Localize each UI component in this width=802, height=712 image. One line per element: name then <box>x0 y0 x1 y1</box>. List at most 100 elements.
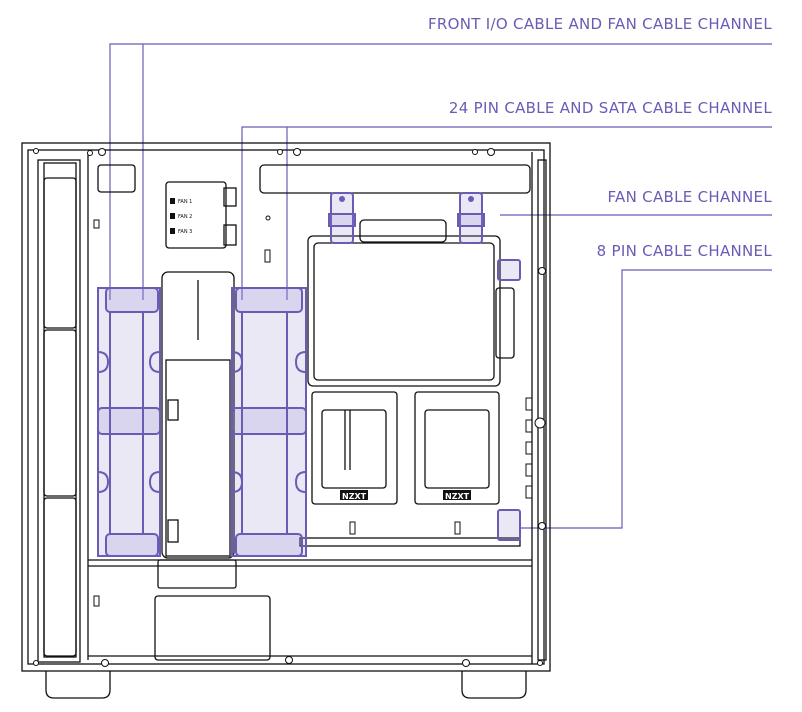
fan-clip-left <box>330 192 354 244</box>
io-port <box>525 419 533 433</box>
label-24pin-sata-channel: 24 PIN CABLE AND SATA CABLE CHANNEL <box>448 99 772 117</box>
case-inner <box>27 149 545 665</box>
front-fan-2 <box>43 329 77 497</box>
rear-slot-bar <box>537 159 547 661</box>
hub-port-label-2: FAN 2 <box>178 214 192 220</box>
label-front-io-channel: FRONT I/O CABLE AND FAN CABLE CHANNEL <box>427 15 772 33</box>
ssd-tray-left-inner <box>321 409 387 489</box>
front-fan-1 <box>43 177 77 329</box>
channel-front-io-tab <box>148 351 161 373</box>
screw <box>293 148 301 156</box>
case-screws <box>33 148 546 667</box>
io-port <box>93 219 100 229</box>
leader-lines <box>109 43 772 529</box>
screw <box>33 148 39 154</box>
channel-front-io-strip-1 <box>105 287 159 313</box>
screw <box>472 149 478 155</box>
io-port <box>525 441 533 455</box>
fan-clip-dot <box>339 196 345 202</box>
screw <box>87 150 93 156</box>
ssd-tray-right <box>414 391 500 505</box>
hub-port <box>170 213 175 219</box>
leader-8pin <box>520 269 772 529</box>
psu-vent <box>154 595 271 661</box>
ssd-tray-right-inner <box>424 409 490 489</box>
leader-24pin <box>241 126 772 300</box>
foot-left <box>45 671 111 699</box>
screw <box>285 656 293 664</box>
channel-fan <box>328 192 485 244</box>
rear-io-ports <box>93 219 533 607</box>
channel-24pin <box>231 287 307 557</box>
screw <box>101 659 109 667</box>
front-panel <box>37 159 81 663</box>
fan-hub-clip <box>223 187 237 207</box>
fan-hub-clip-2 <box>223 224 237 246</box>
channel-24pin-strip-3 <box>235 533 303 557</box>
center-cable-bar-inner <box>165 359 231 557</box>
top-vent-bar <box>259 164 531 194</box>
channel-24pin-strip-2 <box>231 407 307 435</box>
case-chassis <box>21 142 551 699</box>
front-fan-3 <box>43 497 77 657</box>
brand-plate <box>443 490 471 500</box>
screw <box>265 215 271 221</box>
ssd-tray-left <box>311 391 398 505</box>
screw <box>98 148 106 156</box>
pin8-clip-bottom <box>497 509 521 541</box>
channel-24pin-tab <box>294 351 307 373</box>
screw <box>277 149 283 155</box>
io-port <box>525 463 533 477</box>
io-port <box>93 595 100 607</box>
screw <box>534 417 546 429</box>
screw <box>538 522 546 530</box>
brand-plate <box>340 490 368 500</box>
center-cable-bar <box>161 271 235 559</box>
channel-front-io-strip-3 <box>105 533 159 557</box>
screw <box>462 659 470 667</box>
fan-clip-left-mid <box>328 213 356 227</box>
hub-port-label-1: FAN 1 <box>178 199 192 205</box>
hub-port <box>170 228 175 234</box>
channel-24pin-tab <box>294 471 307 493</box>
center-tab-2 <box>167 519 179 543</box>
fan-hub-ports: FAN 1 FAN 2 FAN 3 <box>170 198 192 235</box>
brand-marks: NZXT NZXT <box>340 490 471 501</box>
label-8pin-channel: 8 PIN CABLE CHANNEL <box>596 242 772 260</box>
cpu-handle <box>359 219 447 243</box>
bottom-strip <box>299 537 521 547</box>
leader-front-io <box>109 43 772 300</box>
channel-front-io-tab <box>97 351 110 373</box>
cable-channels <box>97 192 521 557</box>
screw <box>538 267 546 275</box>
fan-clip-dot <box>468 196 474 202</box>
channel-24pin-tab <box>231 471 244 493</box>
cpu-cutout <box>307 235 501 387</box>
io-port <box>525 485 533 499</box>
front-panel-inner <box>43 162 77 658</box>
channel-front-io-tab <box>148 471 161 493</box>
channel-24pin-strip-1 <box>235 287 303 313</box>
io-port <box>264 249 271 263</box>
pin8-clip-top <box>497 259 521 281</box>
cpu-cutout-inner <box>313 242 495 381</box>
fan-clip-right <box>459 192 483 244</box>
psu-tab <box>157 559 237 589</box>
screw <box>33 660 39 666</box>
channel-front-io-strip-2 <box>97 407 161 435</box>
rear-grommet <box>495 287 515 359</box>
screw <box>487 148 495 156</box>
screw <box>537 660 543 666</box>
io-port <box>525 397 533 411</box>
channel-8pin <box>497 259 521 541</box>
io-port <box>349 521 356 535</box>
brand-mark-left: NZXT <box>342 492 367 501</box>
top-left-cutout <box>97 164 136 193</box>
fan-hub <box>165 181 227 249</box>
io-port <box>454 521 461 535</box>
case-outer <box>21 142 551 672</box>
fan-clip-right-mid <box>457 213 485 227</box>
channel-24pin-tab <box>231 351 244 373</box>
